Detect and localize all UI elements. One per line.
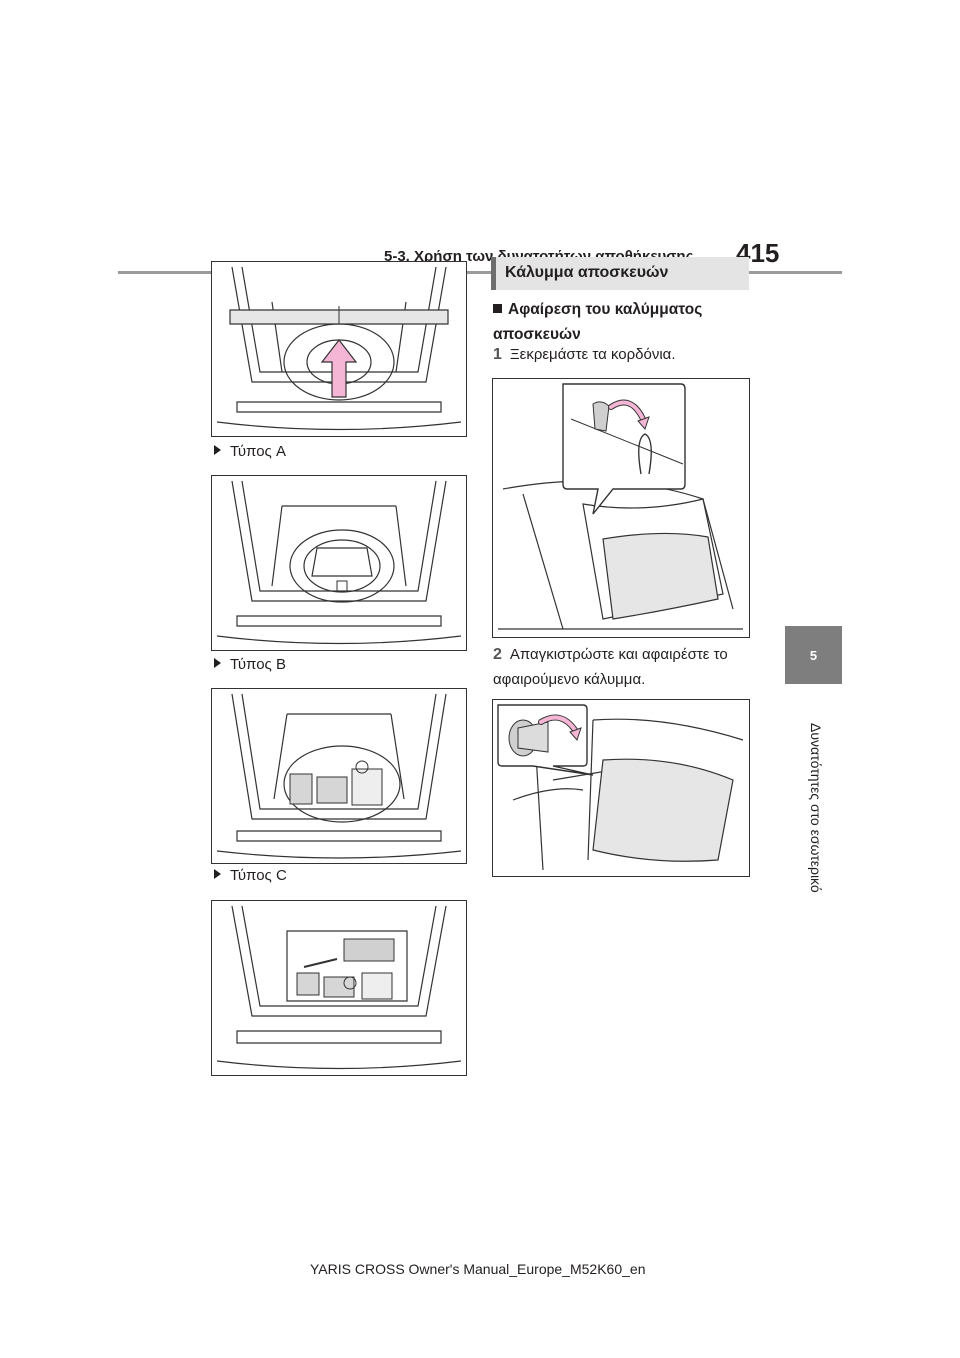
triangle-bullet-icon — [214, 869, 221, 879]
remove-cover-illustration — [492, 699, 750, 877]
header-rule — [118, 271, 842, 274]
caption-type-b: Τύπος B — [214, 656, 286, 673]
luggage-cover-illustration — [211, 261, 467, 437]
unhook-strings-illustration — [492, 378, 750, 638]
type-b-illustration — [211, 475, 467, 651]
footer-text: YARIS CROSS Owner's Manual_Europe_M52K60… — [310, 1261, 646, 1277]
section-title: Κάλυμμα αποσκευών — [505, 264, 669, 281]
square-bullet-icon — [493, 304, 502, 313]
triangle-bullet-icon — [214, 445, 221, 455]
chapter-tab: 5 — [785, 626, 842, 684]
chapter-number: 5 — [809, 647, 818, 663]
section-title-box: Κάλυμμα αποσκευών — [491, 257, 749, 290]
chapter-side-title: Δυνατότητες στο εσωτερικό — [808, 723, 824, 893]
triangle-bullet-icon — [214, 658, 221, 668]
type-c-tray-illustration — [211, 900, 467, 1076]
caption-type-a: Τύπος A — [214, 443, 286, 460]
type-c-illustration — [211, 688, 467, 864]
subheading: Αφαίρεση του καλύμματος αποσκευών — [493, 301, 703, 343]
section-title-bar — [491, 257, 496, 290]
caption-type-c: Τύπος C — [214, 867, 287, 884]
